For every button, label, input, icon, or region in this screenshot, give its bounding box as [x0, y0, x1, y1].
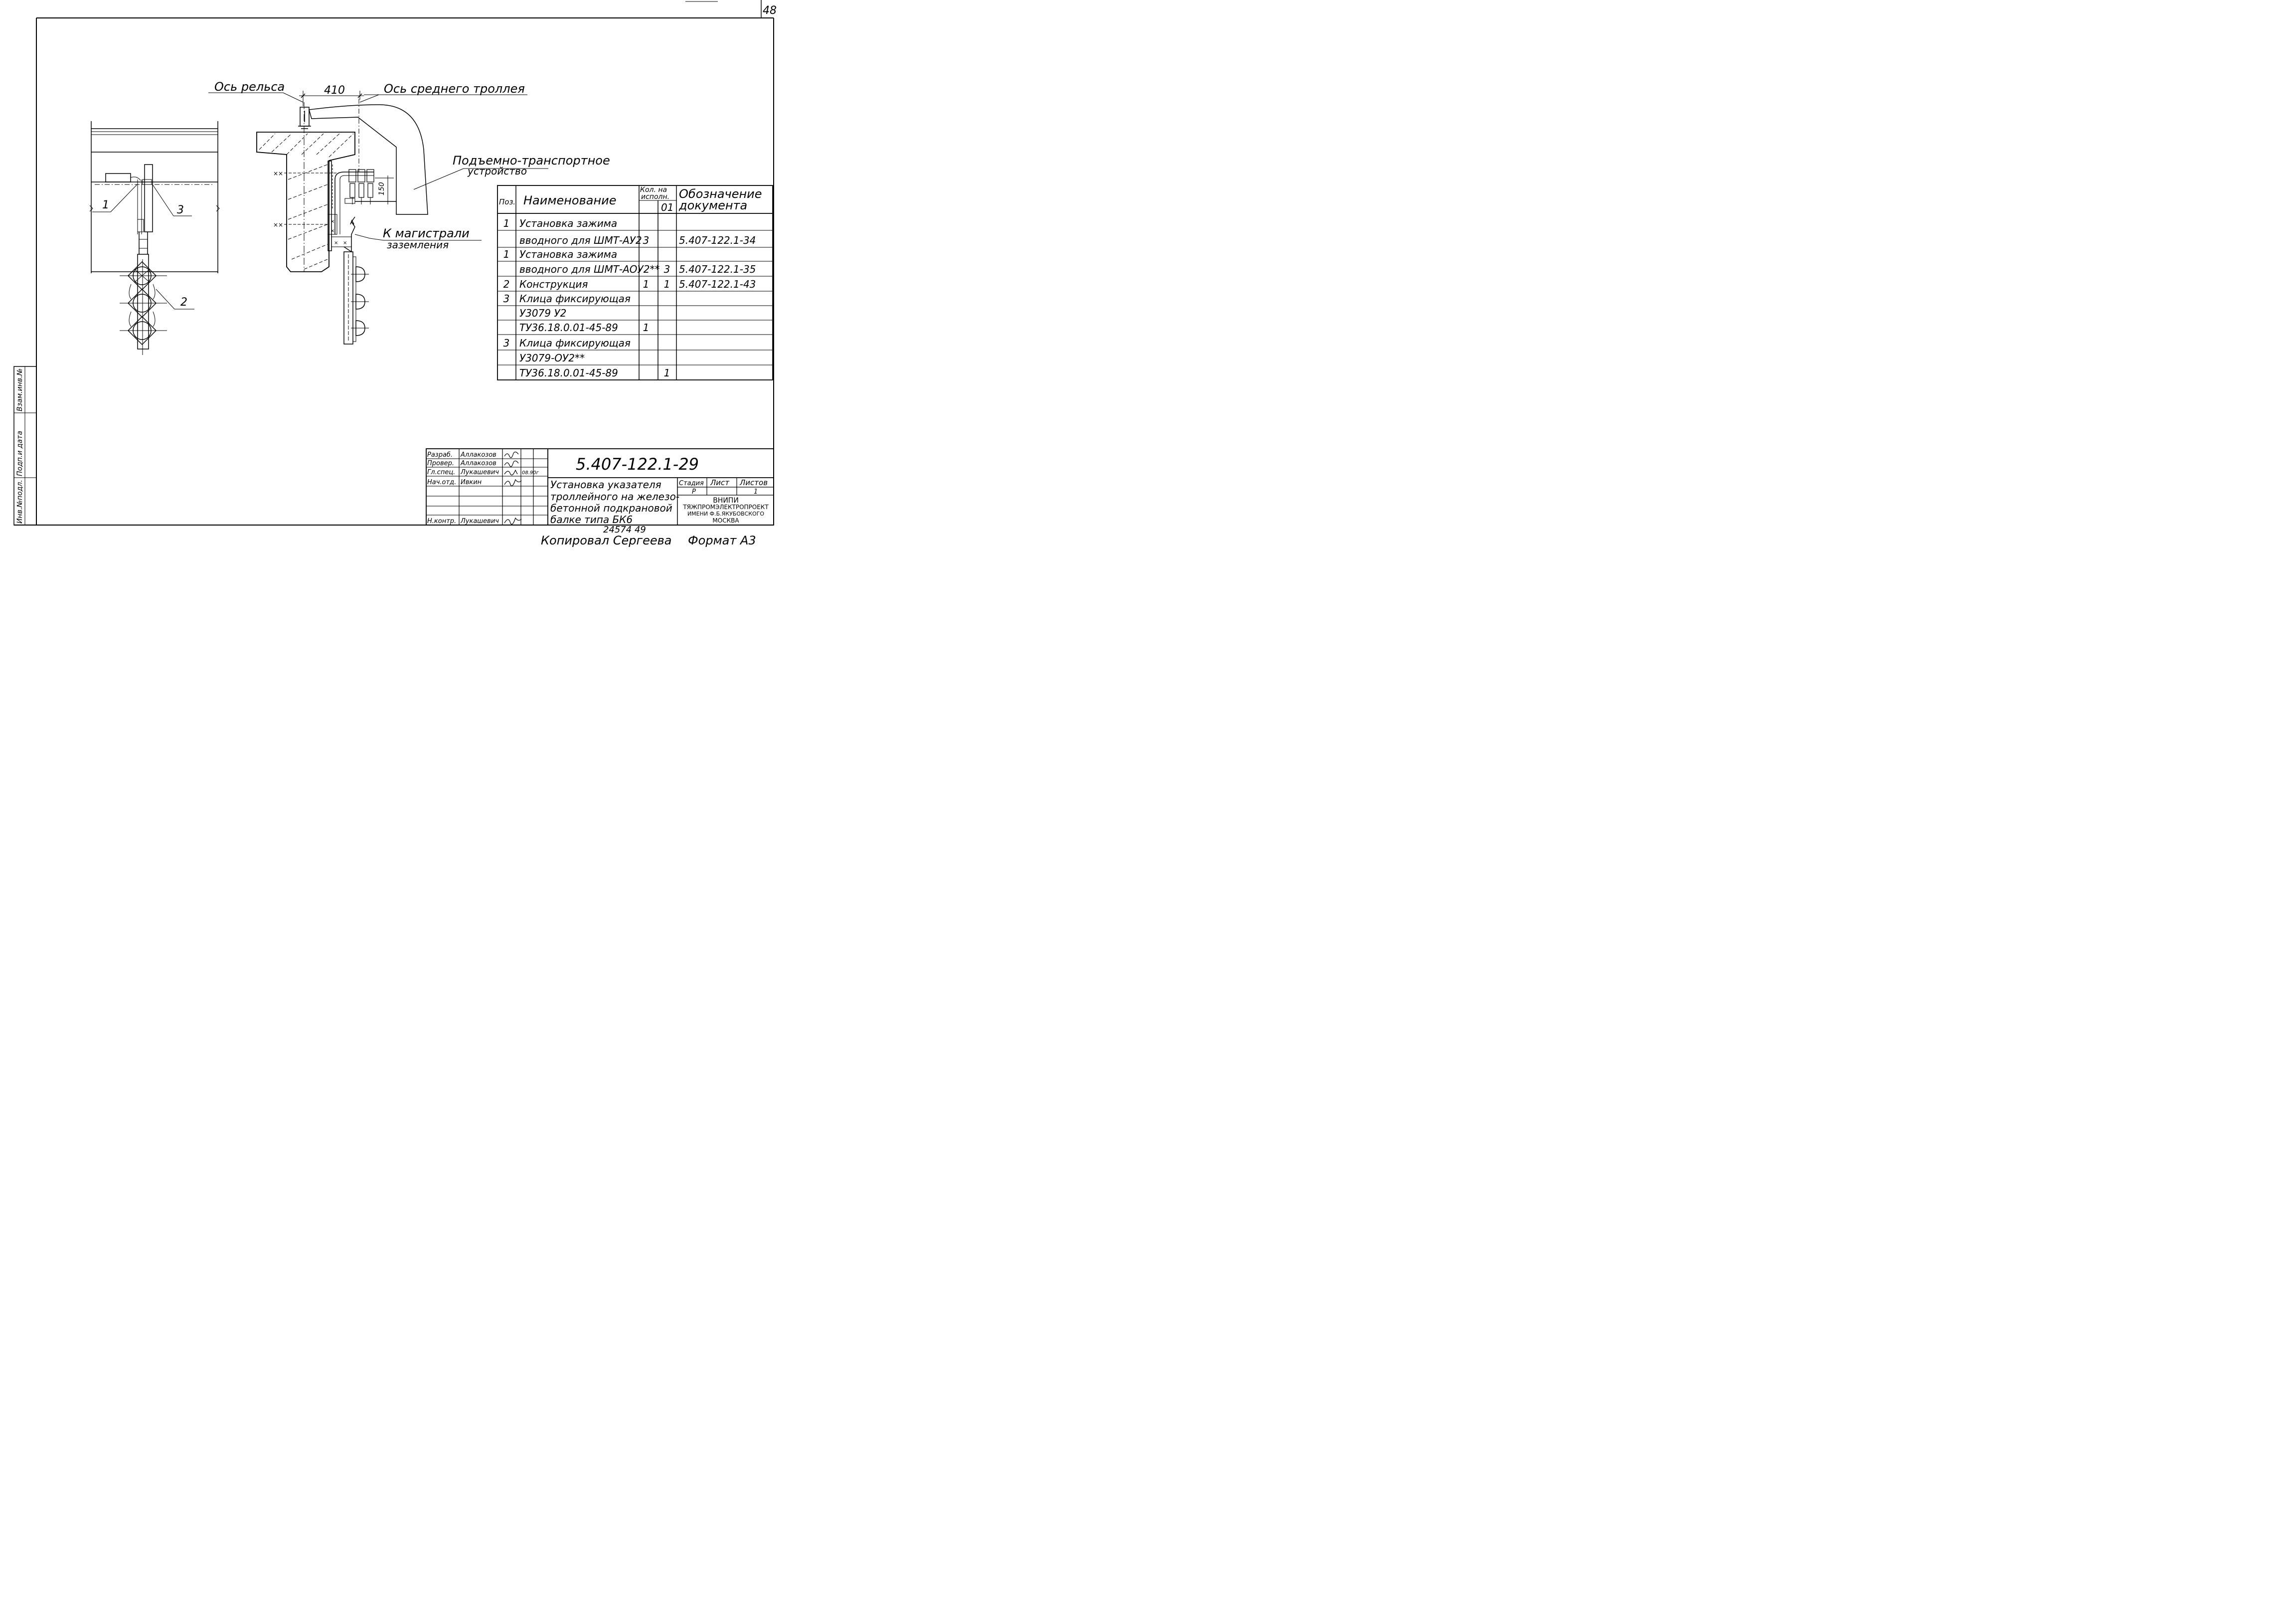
svg-text:××: ××	[273, 221, 283, 228]
title-block-name: Аллакозов	[460, 460, 496, 467]
header-name: Наименование	[523, 193, 617, 207]
stage-label: Стадия	[679, 480, 704, 487]
trolley-clamps	[344, 99, 396, 204]
spec-cell-name: вводного для ШМТ-АОУ2**	[519, 263, 659, 275]
trolley-axis-label: Ось среднего троллея	[384, 82, 525, 96]
org-line-3: ИМЕНИ Ф.Б.ЯКУБОВСКОГО	[687, 511, 764, 517]
spec-cell-pos: 2	[503, 278, 510, 290]
signal-lamps	[120, 261, 167, 346]
title-block-roles: Разраб.АллакозовПровер.АллакозовГл.спец.…	[427, 451, 539, 525]
side-stamp-signature: Подп.и дата	[16, 431, 24, 476]
sheet-frame	[14, 0, 774, 526]
title-block-role: Н.контр.	[427, 518, 456, 525]
svg-text:×: ×	[343, 240, 347, 246]
svg-text:××: ××	[273, 170, 283, 177]
spec-cell-doc: 5.407-122.1-34	[679, 234, 756, 246]
table-row-lines	[497, 230, 773, 365]
signatures	[504, 451, 522, 525]
spec-cell-qty: 3	[643, 234, 650, 246]
sheet-label: Лист	[710, 478, 730, 487]
archive-number: 24574 49	[603, 525, 646, 535]
spec-cell-qty: 1	[643, 322, 650, 334]
header-qty-1: Кол. на	[640, 186, 667, 194]
spec-cell-name: вводного для ШМТ-АУ2	[519, 234, 642, 246]
title-line-3: бетонной подкрановой	[550, 502, 672, 514]
specification-table: Поз. Наименование Кол. на исполн. 01 Обо…	[497, 185, 773, 380]
spec-cell-name: У3079 У2	[519, 307, 566, 319]
spec-cell-name: Конструкция	[519, 278, 588, 290]
svg-text:×: ×	[330, 228, 334, 234]
sheet-number: 48	[763, 4, 777, 17]
spec-cell-name: Клица фиксирующая	[519, 293, 631, 305]
header-doc-2: документа	[678, 198, 747, 212]
svg-text:×: ×	[334, 240, 338, 246]
grounding-label-1: К магистрали	[383, 226, 470, 240]
spec-cell-name: ТУ36.18.0.01-45-89	[519, 322, 618, 334]
copied-by: Копировал Сергеева	[541, 534, 672, 547]
header-doc-1: Обозначение	[679, 187, 762, 201]
header-qty-variant-01: 01	[661, 201, 673, 213]
title-block-date: 08.90г	[522, 470, 539, 476]
spec-cell-pos: 3	[503, 337, 510, 349]
side-stamp-inventory: Инв.№подл.	[16, 480, 24, 524]
title-block-role: Разраб.	[427, 451, 453, 459]
callout-2: 2	[180, 296, 187, 309]
concrete-hatching	[259, 133, 354, 270]
spec-cell-qty01: 3	[664, 263, 670, 275]
document-code: 5.407-122.1-29	[576, 455, 699, 474]
title-line-4: балке типа БК6	[550, 514, 633, 526]
spec-cell-doc: 5.407-122.1-35	[679, 263, 756, 275]
sheets-value: 1	[754, 488, 758, 496]
callout-1: 1	[102, 199, 109, 211]
title-line-2: троллейного на железо-	[550, 491, 679, 503]
rail-axis-label: Ось рельса	[214, 80, 285, 94]
section-view-drawing: × × × × ×× ×× 150	[208, 80, 610, 345]
title-block-name: Аллакозов	[460, 451, 496, 459]
title-block-role: Провер.	[427, 460, 454, 467]
spec-cell-pos: 3	[503, 293, 510, 305]
dimension-410: 410	[324, 84, 345, 97]
title-block-role: Нач.отд.	[427, 479, 456, 486]
grounding-label-2: заземления	[387, 239, 449, 251]
org-line-1: ВНИПИ	[713, 497, 739, 505]
sheets-label: Листов	[739, 478, 768, 487]
title-block-role: Гл.спец.	[427, 469, 455, 476]
title-block: Разраб.АллакозовПровер.АллакозовГл.спец.…	[426, 448, 774, 526]
svg-text:×: ×	[330, 219, 334, 224]
spec-cell-qty: 1	[643, 278, 650, 290]
title-block-name: Лукашевич	[460, 469, 499, 476]
spec-cell-name: Клица фиксирующая	[519, 337, 631, 349]
title-block-name: Лукашевич	[460, 518, 499, 525]
dimension-150: 150	[378, 182, 386, 195]
side-view-drawing: 1 3 2	[89, 121, 220, 355]
header-qty-2: исполн.	[641, 193, 669, 201]
title-block-row-lines	[426, 458, 548, 516]
org-line-2: ТЯЖПРОМЭЛЕКТРОПРОЕКТ	[682, 504, 769, 511]
spec-cell-qty01: 1	[664, 367, 670, 379]
title-line-1: Установка указателя	[550, 479, 661, 491]
org-line-4: МОСКВА	[712, 517, 739, 524]
drawing-sheet: 48 Инв.№подл. Подп.и дата Взам.инв.№	[13, 0, 777, 547]
side-stamp-replaced: Взам.инв.№	[16, 368, 24, 411]
spec-cell-name: ТУ36.18.0.01-45-89	[519, 367, 618, 379]
paper-format: Формат А3	[688, 534, 756, 547]
spec-cell-qty01: 1	[664, 278, 670, 290]
spec-cell-name: Установка зажима	[519, 248, 617, 260]
spec-cell-pos: 1	[503, 248, 510, 260]
lifting-device-label-1: Подъемно-транспортное	[453, 154, 610, 168]
spec-cell-pos: 1	[503, 217, 510, 229]
spec-cell-name: У3079-ОУ2**	[519, 352, 585, 364]
spec-cell-name: Установка зажима	[519, 217, 617, 229]
callout-3: 3	[177, 204, 184, 216]
header-pos: Поз.	[499, 197, 515, 206]
spec-cell-doc: 5.407-122.1-43	[679, 278, 756, 290]
stage-value: Р	[692, 488, 696, 496]
lifting-device-label-2: устройство	[467, 165, 527, 177]
side-stamp: Инв.№подл. Подп.и дата Взам.инв.№	[13, 366, 37, 526]
title-block-name: Ивкин	[461, 479, 482, 486]
